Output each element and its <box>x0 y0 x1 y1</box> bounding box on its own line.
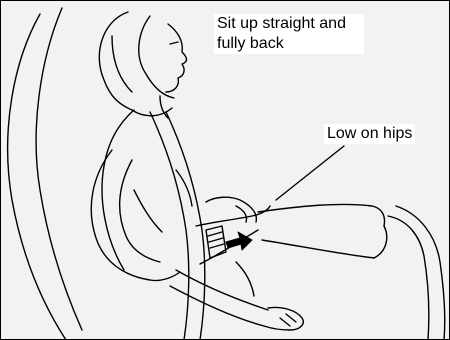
finger-1 <box>286 314 296 322</box>
buckle-hatch-3 <box>210 244 224 248</box>
buckle-hatch-1 <box>208 232 222 236</box>
seat-cushion-2 <box>396 206 445 340</box>
eye-line <box>170 42 178 44</box>
upper-arm-inner <box>120 160 160 262</box>
lower-hand <box>264 307 303 330</box>
buckle-hatch-2 <box>209 238 223 242</box>
upper-hand <box>206 197 256 222</box>
fold-line-2 <box>134 190 162 232</box>
hair-outline <box>99 12 172 116</box>
arrow-icon <box>226 232 252 250</box>
thigh-bottom <box>262 240 374 258</box>
seat-back-outline <box>8 14 66 340</box>
sleeve-cuff <box>150 272 180 281</box>
lap-belt-callout: Low on hips <box>324 124 415 144</box>
hair-strand <box>139 16 174 98</box>
fold-line-3 <box>236 262 254 296</box>
lap-belt-edge-1 <box>196 206 270 226</box>
posture-callout: Sit up straight and fully back <box>214 14 364 54</box>
hair-strand-2 <box>112 36 132 92</box>
thigh-top <box>258 204 385 226</box>
seat-back-inner <box>36 8 82 330</box>
forearm <box>176 270 268 310</box>
shoulder-line <box>104 110 134 166</box>
forearm-2 <box>170 286 264 326</box>
leader-line <box>276 146 344 200</box>
seat-cushion-1 <box>388 216 429 340</box>
knee <box>374 226 387 258</box>
finger-2 <box>280 318 290 326</box>
face-profile <box>166 24 187 92</box>
upper-hand-fingers <box>236 206 247 222</box>
